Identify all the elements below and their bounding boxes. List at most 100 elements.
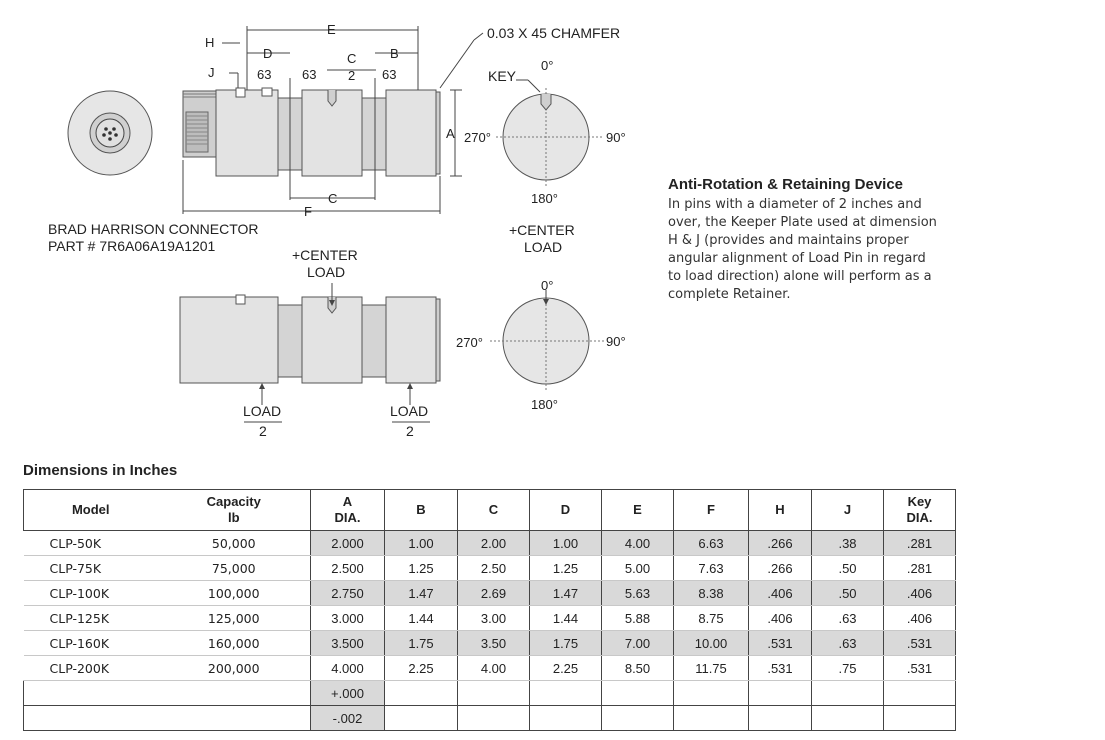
- angle-90-bottom: 90°: [606, 334, 626, 349]
- dim-b-label: B: [390, 46, 399, 61]
- cell-empty: [157, 680, 311, 706]
- header-h: H: [748, 489, 812, 531]
- cell-capacity: 125,000: [157, 605, 311, 631]
- cell-model: CLP-125K: [23, 605, 158, 631]
- cell-j: .50: [811, 555, 884, 581]
- cell-empty: [748, 705, 812, 731]
- dim-j-label: J: [208, 65, 215, 80]
- load-right-label: LOAD: [390, 403, 428, 419]
- connector-label-line1: BRAD HARRISON CONNECTOR: [48, 221, 259, 237]
- cell-d: 1.00: [529, 530, 602, 556]
- cell-a: 3.000: [310, 605, 385, 631]
- cell-h: .531: [748, 630, 812, 656]
- cell-empty: [457, 705, 530, 731]
- cell-e: 8.50: [601, 655, 674, 681]
- header-f: F: [673, 489, 749, 531]
- table-row: CLP-100K 100,000 2.750 1.47 2.69 1.47 5.…: [23, 580, 956, 606]
- cell-key: .281: [883, 555, 956, 581]
- cell-empty: [601, 705, 674, 731]
- cell-empty: [384, 680, 458, 706]
- cell-f: 6.63: [673, 530, 749, 556]
- cell-key: .531: [883, 630, 956, 656]
- cell-capacity: 160,000: [157, 630, 311, 656]
- angle-90-top: 90°: [606, 130, 626, 145]
- cell-c: 3.50: [457, 630, 530, 656]
- anti-rotation-note: Anti-Rotation & Retaining Device In pins…: [668, 176, 938, 304]
- dim-f-label: F: [304, 204, 312, 219]
- cell-empty: [157, 705, 311, 731]
- angle-270-bottom: 270°: [456, 335, 483, 350]
- note-title: Anti-Rotation & Retaining Device: [668, 176, 904, 193]
- dim-e-label: E: [327, 22, 336, 37]
- cell-e: 5.00: [601, 555, 674, 581]
- header-c: C: [457, 489, 530, 531]
- cell-h: .406: [748, 580, 812, 606]
- cell-e: 7.00: [601, 630, 674, 656]
- cell-empty: [673, 705, 749, 731]
- cell-b: 1.75: [384, 630, 458, 656]
- tolerance-row-minus: -.002: [23, 705, 956, 731]
- dimensions-title: Dimensions in Inches: [23, 462, 178, 479]
- cell-e: 5.88: [601, 605, 674, 631]
- cell-empty: [883, 680, 956, 706]
- cell-capacity: 100,000: [157, 580, 311, 606]
- table-row: CLP-125K 125,000 3.000 1.44 3.00 1.44 5.…: [23, 605, 956, 631]
- cell-model: CLP-100K: [23, 580, 158, 606]
- cell-e: 5.63: [601, 580, 674, 606]
- cell-b: 1.47: [384, 580, 458, 606]
- cell-d: 2.25: [529, 655, 602, 681]
- cell-empty: [23, 680, 158, 706]
- center-load-mid-line2: LOAD: [307, 264, 345, 280]
- dimension-lines-top: [182, 26, 484, 214]
- cell-key: .406: [883, 605, 956, 631]
- cell-h: .406: [748, 605, 812, 631]
- cell-h: .266: [748, 530, 812, 556]
- load-left-half: 2: [259, 423, 267, 439]
- cell-e: 4.00: [601, 530, 674, 556]
- cell-empty: [23, 705, 158, 731]
- cell-j: .50: [811, 580, 884, 606]
- cell-model: CLP-200K: [23, 655, 158, 681]
- cell-c: 3.00: [457, 605, 530, 631]
- cell-c: 2.50: [457, 555, 530, 581]
- cell-a: 4.000: [310, 655, 385, 681]
- angle-180-top: 180°: [531, 191, 558, 206]
- key-angle-view: [496, 79, 604, 188]
- cell-empty: [811, 680, 884, 706]
- cell-empty: [384, 705, 458, 731]
- load-pin-technical-drawing: H J D E B C 2 63 63 63 C F A 0.03 X 45 C…: [48, 22, 626, 439]
- dim-63-c: 63: [382, 67, 396, 82]
- chamfer-label: 0.03 X 45 CHAMFER: [487, 25, 620, 41]
- cell-empty: [457, 680, 530, 706]
- cell-model: CLP-50K: [23, 530, 158, 556]
- cell-j: .63: [811, 630, 884, 656]
- cell-key: .281: [883, 530, 956, 556]
- cell-b: 1.25: [384, 555, 458, 581]
- dim-c-label: C: [347, 51, 356, 66]
- cell-c: 2.69: [457, 580, 530, 606]
- cell-j: .75: [811, 655, 884, 681]
- angle-0-bottom: 0°: [541, 278, 553, 293]
- cell-d: 1.75: [529, 630, 602, 656]
- cell-capacity: 200,000: [157, 655, 311, 681]
- load-left-label: LOAD: [243, 403, 281, 419]
- cell-c: 4.00: [457, 655, 530, 681]
- cell-b: 1.00: [384, 530, 458, 556]
- header-j: J: [811, 489, 884, 531]
- cell-empty: [883, 705, 956, 731]
- header-e: E: [601, 489, 674, 531]
- cell-key: .531: [883, 655, 956, 681]
- cell-a-tolerance-minus: -.002: [310, 705, 385, 731]
- cell-empty: [601, 680, 674, 706]
- header-d: D: [529, 489, 602, 531]
- cell-a: 2.500: [310, 555, 385, 581]
- center-load-right-line1: +CENTER: [509, 222, 575, 238]
- cell-f: 8.38: [673, 580, 749, 606]
- table-row: CLP-160K 160,000 3.500 1.75 3.50 1.75 7.…: [23, 630, 956, 656]
- cell-b: 2.25: [384, 655, 458, 681]
- cell-f: 8.75: [673, 605, 749, 631]
